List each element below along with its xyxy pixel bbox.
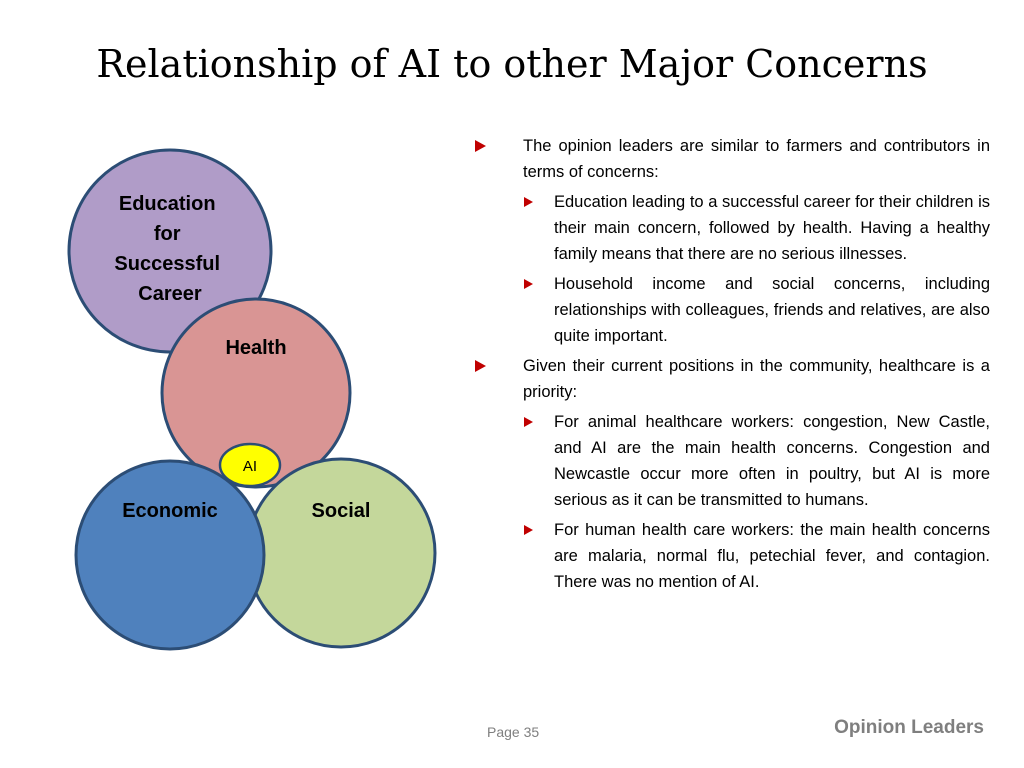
- sub-bullet-item: Household income and social concerns, in…: [470, 271, 990, 349]
- label-economic: Economic: [122, 500, 218, 522]
- label-health: Health: [225, 337, 286, 359]
- label-education: Education for Successful Career: [114, 193, 225, 305]
- bullet-arrow-icon: [475, 360, 486, 372]
- bullet-arrow-icon: [524, 197, 533, 207]
- bullet-text: Given their current positions in the com…: [523, 357, 990, 401]
- label-social: Social: [312, 500, 371, 522]
- bullet-text: Education leading to a successful career…: [554, 193, 990, 263]
- circle-health: [160, 297, 352, 489]
- circle-economic: [74, 459, 266, 651]
- section-name: Opinion Leaders: [834, 717, 984, 738]
- label-education-line: Career: [138, 283, 202, 305]
- page-number: Page 35: [487, 724, 540, 740]
- bullet-text: For animal healthcare workers: congestio…: [554, 413, 990, 509]
- sub-bullet-item: Education leading to a successful career…: [470, 189, 990, 267]
- bullet-list: The opinion leaders are similar to farme…: [470, 133, 990, 599]
- sub-bullet-item: For human health care workers: the main …: [470, 517, 990, 595]
- sub-bullet-item: For animal healthcare workers: congestio…: [470, 409, 990, 513]
- venn-diagram: Education for Successful Career Health S…: [67, 148, 437, 651]
- label-ai: AI: [243, 458, 257, 475]
- label-education-line: for: [154, 223, 181, 245]
- bullet-arrow-icon: [524, 279, 533, 289]
- bullet-text: Household income and social concerns, in…: [554, 275, 990, 345]
- bullet-item: Given their current positions in the com…: [470, 353, 990, 405]
- bullet-arrow-icon: [524, 525, 533, 535]
- bullet-text: The opinion leaders are similar to farme…: [523, 137, 990, 181]
- bullet-arrow-icon: [524, 417, 533, 427]
- bullet-text: For human health care workers: the main …: [554, 521, 990, 591]
- label-education-line: Successful: [114, 253, 220, 275]
- slide-title: Relationship of AI to other Major Concer…: [96, 42, 928, 86]
- circle-social: [245, 457, 437, 649]
- ai-badge: [218, 442, 282, 488]
- bullet-arrow-icon: [475, 140, 486, 152]
- label-education-line: Education: [119, 193, 216, 215]
- bullet-item: The opinion leaders are similar to farme…: [470, 133, 990, 185]
